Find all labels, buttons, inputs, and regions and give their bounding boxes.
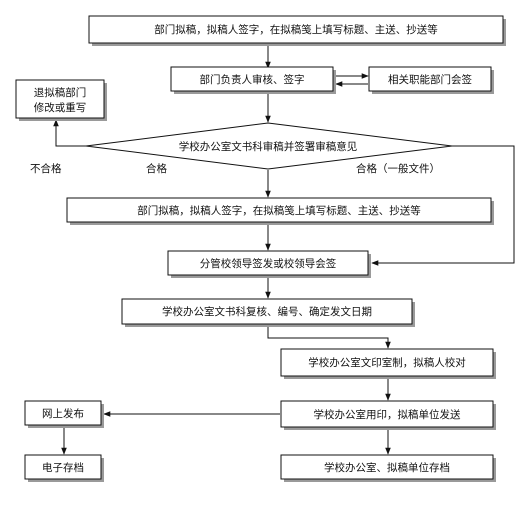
label-fail: 不合格 [30,162,62,175]
node-seal-dispatch: 学校办公室用印，拟稿单位发送 [280,400,496,430]
node-office-archive: 学校办公室、拟稿单位存档 [280,454,496,482]
label-pass: 合格 [146,162,167,175]
node-related-dept-cosign-text: 相关职能部门会签 [388,73,472,86]
node-seal-dispatch-text: 学校办公室用印，拟稿单位发送 [314,408,461,421]
node-office-archive-text: 学校办公室、拟稿单位存档 [324,461,450,474]
node-leader-sign: 分管校领导签发或校领导会签 [167,250,371,278]
node-return-line2: 修改或重写 [34,101,87,114]
node-return-to-dept: 退拟稿部门 修改或重写 [15,79,107,121]
connectors [53,45,515,455]
node-draft-sign: 部门拟稿，拟稿人签字，在拟稿笺上填写标题、主送、抄送等 [88,15,506,46]
node-print-proofread: 学校办公室文印室制，拟稿人校对 [280,348,496,379]
node-leader-sign-text: 分管校领导签发或校领导会签 [200,257,337,270]
edge-recheck-to-print [267,324,391,349]
node-secretariat-review: 学校办公室文书科审稿并签署审稿意见 [85,122,453,170]
node-publish-online: 网上发布 [24,400,104,428]
node-print-proofread-text: 学校办公室文印室制，拟稿人校对 [308,356,466,369]
node-publish-online-text: 网上发布 [42,407,84,420]
node-dept-head-review: 部门负责人审核、签字 [170,66,336,94]
node-draft-sign-text: 部门拟稿，拟稿人签字，在拟稿笺上填写标题、主送、抄送等 [154,23,438,36]
node-recheck-number: 学校办公室文书科复核、编号、确定发文日期 [121,298,415,327]
node-electronic-archive: 电子存档 [24,454,104,482]
node-redraft-sign: 部门拟稿，拟稿人签字，在拟稿笺上填写标题、主送、抄送等 [66,197,494,225]
node-electronic-archive-text: 电子存档 [42,461,84,474]
node-recheck-number-text: 学校办公室文书科复核、编号、确定发文日期 [162,305,372,318]
node-redraft-sign-text: 部门拟稿，拟稿人签字，在拟稿笺上填写标题、主送、抄送等 [137,204,421,217]
edge-general-to-leader [371,145,515,266]
node-return-line1: 退拟稿部门 [34,86,87,99]
node-related-dept-cosign: 相关职能部门会签 [368,66,494,94]
node-secretariat-review-text: 学校办公室文书科审稿并签署审稿意见 [179,140,358,153]
node-dept-head-review-text: 部门负责人审核、签字 [200,73,305,86]
label-pass-general: 合格（一般文件） [356,162,440,175]
edge-fail-to-return [53,119,86,147]
